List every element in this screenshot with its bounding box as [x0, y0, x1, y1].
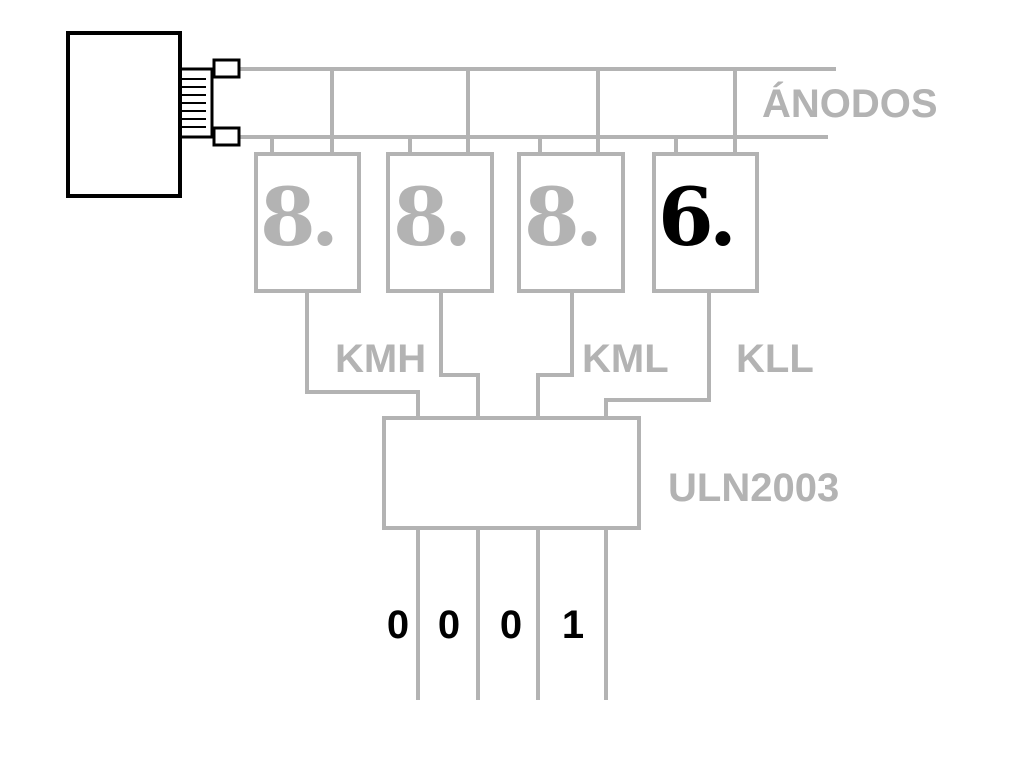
connector-pin-bottom	[212, 126, 241, 147]
kml-label: KML	[582, 337, 669, 381]
anodes-label: ÁNODOS	[762, 81, 938, 126]
display-3-digit: 8	[524, 170, 580, 264]
connector-chip	[66, 31, 241, 198]
display-3-dot: .	[575, 170, 603, 264]
cathode-wire-4	[604, 291, 711, 418]
display-4-dot: .	[709, 170, 737, 264]
display-2-digit: 8	[393, 170, 449, 264]
input-lines	[416, 528, 608, 700]
display-2: 8 .	[386, 152, 494, 293]
driver-label: ULN2003	[668, 466, 839, 510]
display-3: 8 .	[517, 152, 625, 293]
display-1-dot: .	[311, 170, 339, 264]
connector-body	[66, 31, 182, 198]
driver-chip	[382, 416, 641, 530]
input-bit-2: 0	[438, 603, 460, 647]
display-4-digit: 6	[658, 170, 714, 264]
display-1-frame	[254, 152, 361, 293]
cathode-wires	[305, 291, 711, 418]
cathode-wire-3	[536, 291, 574, 418]
kmh-label: KMH	[335, 337, 426, 381]
display-2-frame	[386, 152, 494, 293]
display-1: 8 .	[254, 152, 361, 293]
kll-label: KLL	[736, 337, 814, 381]
input-bit-4: 1	[562, 603, 584, 647]
display-4-frame	[652, 152, 759, 293]
cathode-wire-2	[439, 291, 480, 418]
display-4: 6 .	[652, 152, 759, 293]
anode-bus	[240, 67, 836, 154]
display-3-frame	[517, 152, 625, 293]
input-bit-3: 0	[500, 603, 522, 647]
connector-pin-top	[212, 58, 241, 79]
display-1-digit: 8	[260, 170, 316, 264]
cathode-wire-1	[305, 291, 420, 418]
display-2-dot: .	[444, 170, 472, 264]
input-bit-1: 0	[387, 603, 409, 647]
